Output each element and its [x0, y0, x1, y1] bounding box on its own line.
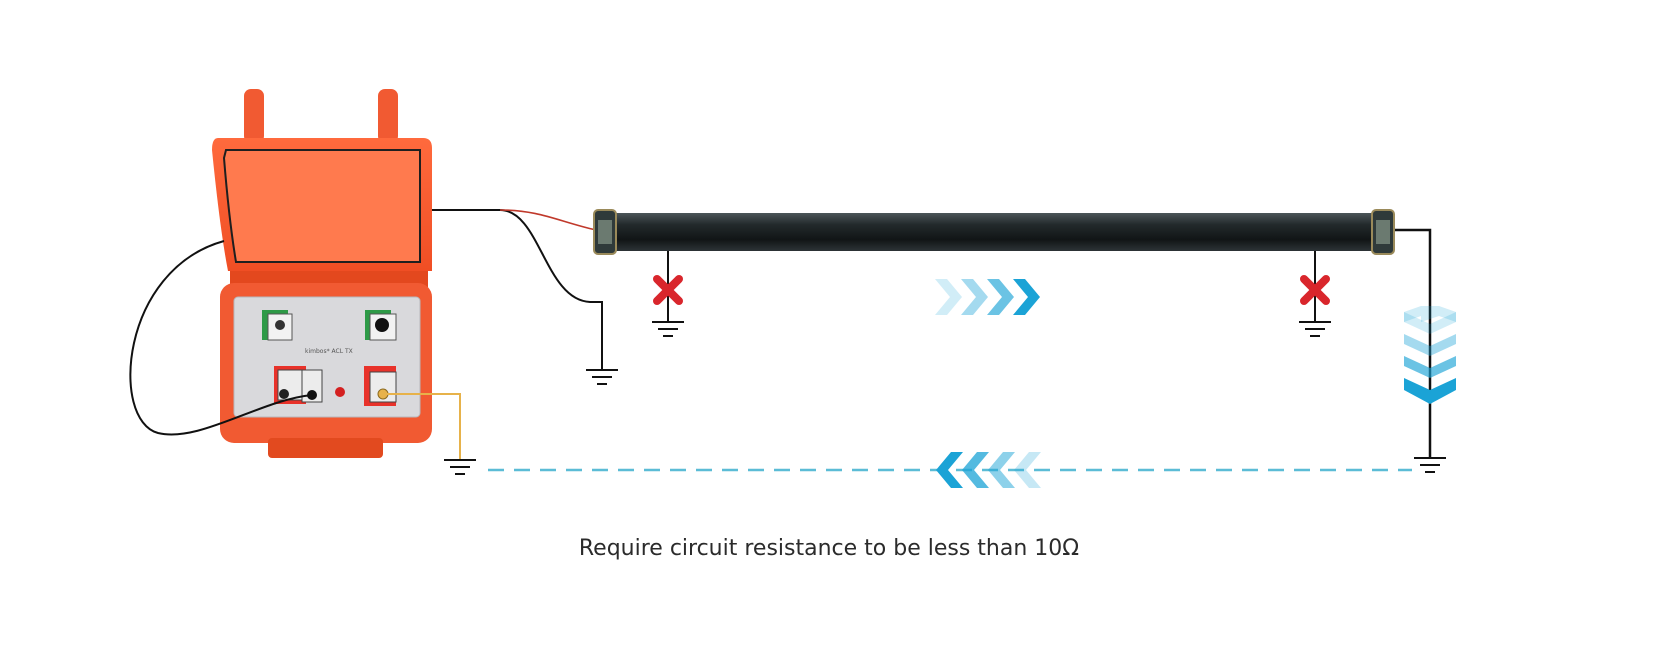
fault-mark-right [1300, 275, 1330, 305]
current-arrows-down [1404, 306, 1456, 404]
ground-symbol-far-end [1414, 457, 1446, 473]
power-cable [593, 209, 1395, 255]
caption-text: Require circuit resistance to be less th… [578, 536, 1080, 561]
lid-latch-left [244, 89, 264, 143]
far-end-wire [1390, 228, 1432, 458]
fault-mark-left [653, 275, 683, 305]
red-signal-wire [499, 209, 597, 231]
yellow-ground-wire [383, 393, 461, 460]
ground-symbol-return [444, 459, 476, 475]
device-brand-label: kimbos* ACL TX [305, 348, 353, 355]
caption: Require circuit resistance to be less th… [0, 536, 1654, 561]
test-device: kimbos* ACL TX [212, 89, 432, 458]
black-loop-wire [129, 240, 313, 436]
black-ground-wire [432, 209, 603, 370]
wires [129, 209, 1432, 460]
ground-symbol-device [586, 369, 618, 385]
lid-latch-right [378, 89, 398, 143]
current-arrows-return [936, 452, 1041, 488]
current-arrows-forward [935, 279, 1040, 315]
